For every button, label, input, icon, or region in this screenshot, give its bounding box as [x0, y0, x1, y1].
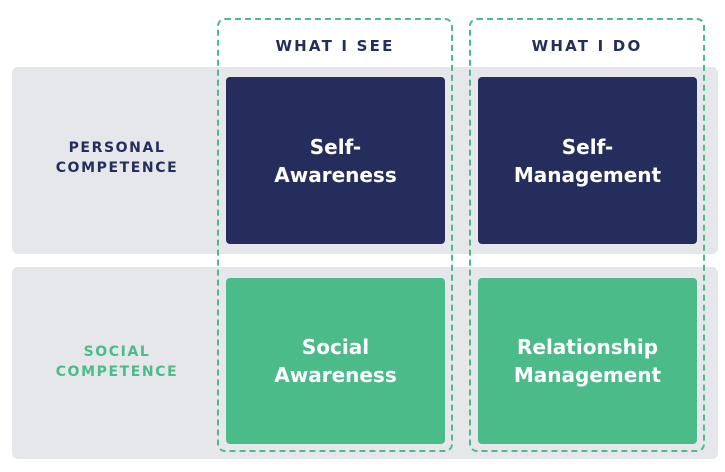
social-awareness-box: Social Awareness	[226, 278, 445, 444]
self-awareness-line2: Awareness	[274, 162, 397, 187]
what-i-see-column-outline	[217, 18, 453, 452]
social-competence-label: SOCIAL COMPETENCE	[28, 342, 206, 382]
personal-competence-label-line1: PERSONAL	[68, 140, 166, 156]
self-management-line1: Self-	[561, 134, 614, 159]
relationship-management-box: Relationship Management	[478, 278, 697, 444]
what-i-do-column-outline	[469, 18, 705, 452]
social-awareness-line1: Social	[301, 335, 370, 359]
social-competence-label-line2: COMPETENCE	[55, 364, 179, 380]
self-management-box: Self- Management	[478, 77, 697, 244]
what-i-see-header: WHAT I SEE	[275, 37, 395, 55]
self-awareness-box: Self- Awareness	[226, 77, 445, 244]
self-management-line2: Management	[513, 162, 662, 187]
self-awareness-line1: Self-	[309, 134, 362, 159]
what-i-do-header: WHAT I DO	[531, 37, 643, 55]
social-awareness-line2: Awareness	[274, 363, 397, 387]
personal-competence-label: PERSONAL COMPETENCE	[28, 138, 206, 178]
relationship-management-line2: Management	[513, 363, 662, 387]
personal-competence-label-line2: COMPETENCE	[55, 160, 179, 176]
social-competence-label-line1: SOCIAL	[83, 344, 151, 360]
relationship-management-line1: Relationship	[516, 335, 659, 359]
